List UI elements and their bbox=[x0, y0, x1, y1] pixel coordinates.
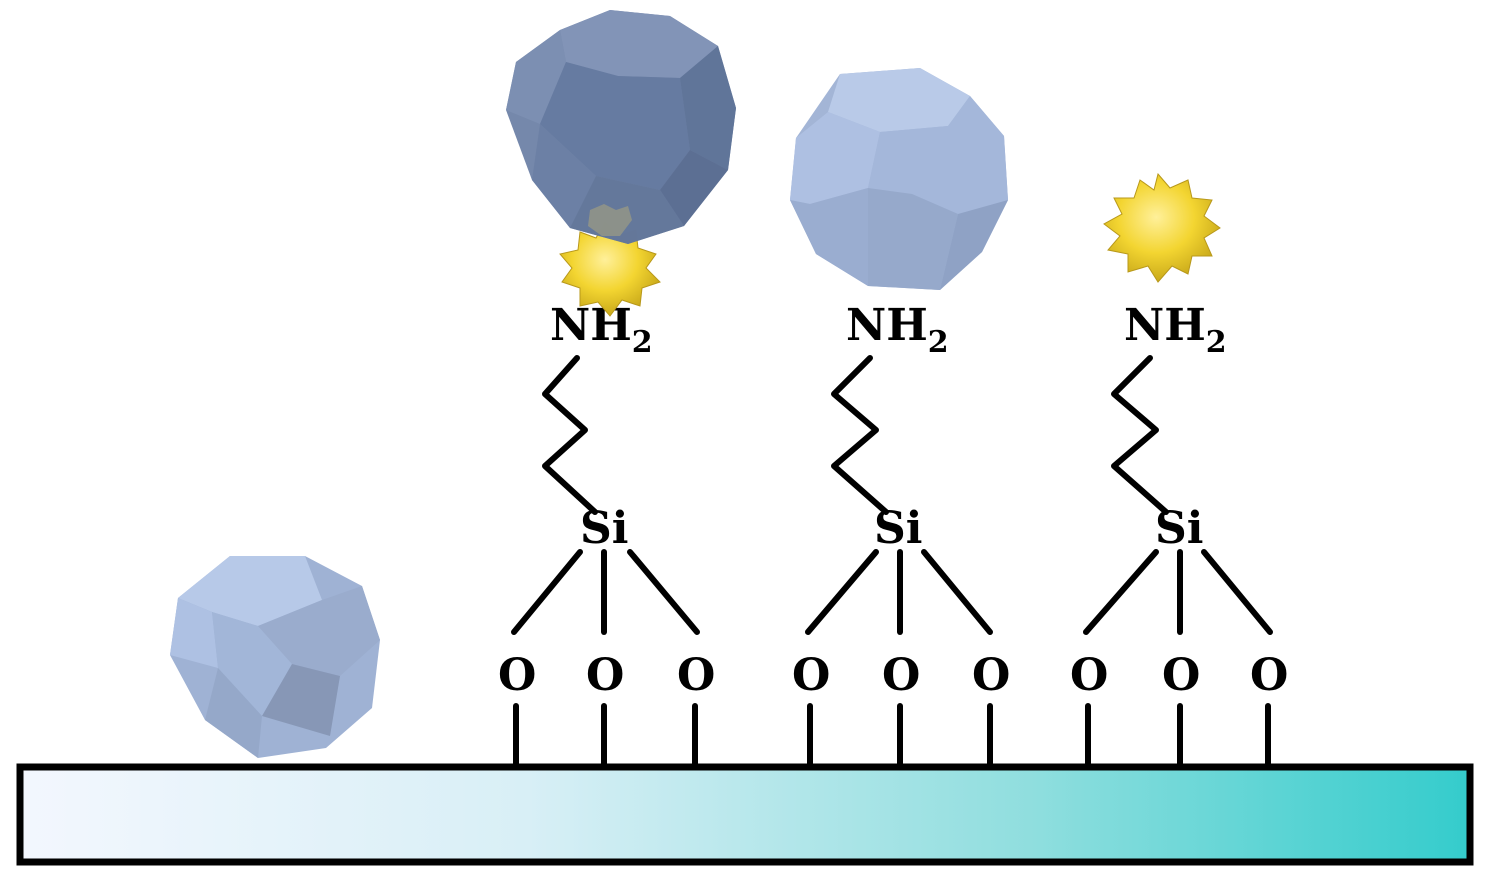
nanoparticle-shadow-icon bbox=[588, 204, 632, 236]
oxygen-label: O bbox=[1070, 650, 1108, 701]
crystal-icon-floating bbox=[790, 68, 1008, 290]
crystal-icon-substrate bbox=[170, 556, 380, 758]
silane-chain-2 bbox=[805, 355, 993, 767]
amine-label-1: NH2 bbox=[550, 300, 653, 360]
crystal-icon-bound bbox=[506, 10, 736, 244]
silicon-label-3: Si bbox=[1155, 503, 1204, 554]
nanoparticle-icon-1 bbox=[559, 221, 661, 317]
silicon-label-1: Si bbox=[580, 503, 629, 554]
amine-label-2: NH2 bbox=[846, 300, 949, 360]
nanoparticle-icon-3 bbox=[1103, 172, 1221, 283]
silane-chain-1 bbox=[511, 355, 700, 767]
silicon-label-2: Si bbox=[874, 503, 923, 554]
oxygen-label: O bbox=[1162, 650, 1200, 701]
oxygen-label: O bbox=[972, 650, 1010, 701]
oxygen-label: O bbox=[677, 650, 715, 701]
substrate-slab bbox=[16, 763, 1474, 866]
oxygen-label: O bbox=[882, 650, 920, 701]
oxygen-label: O bbox=[586, 650, 624, 701]
silane-chain-3 bbox=[1083, 355, 1273, 767]
oxygen-label: O bbox=[1250, 650, 1288, 701]
amine-label-3: NH2 bbox=[1124, 300, 1227, 360]
oxygen-label: O bbox=[792, 650, 830, 701]
oxygen-label: O bbox=[498, 650, 536, 701]
